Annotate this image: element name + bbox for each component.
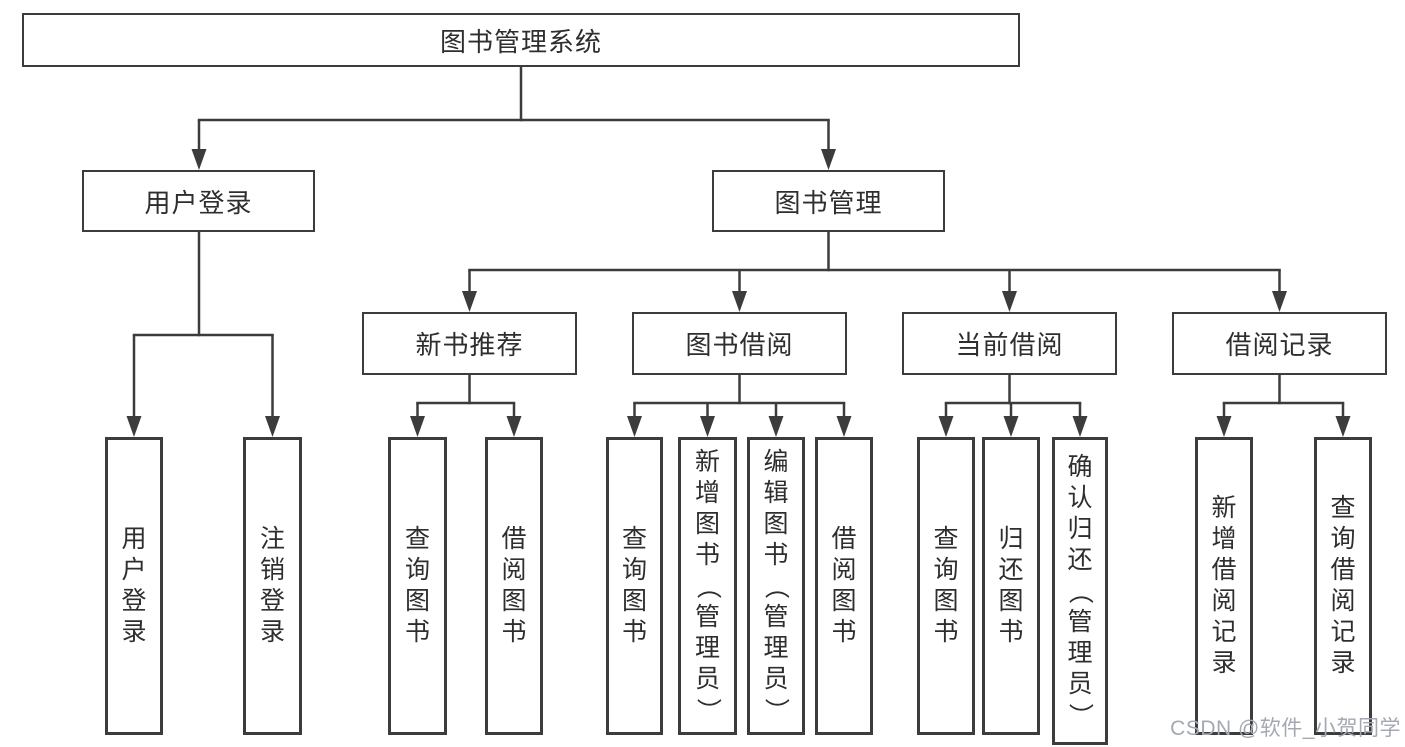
leaf-query-borrow-record: 查询借阅记录 <box>1314 437 1372 735</box>
leaf-query-books-recommend: 查询图书 <box>388 437 447 735</box>
leaf-user-login: 用户登录 <box>105 437 163 735</box>
leaf-edit-book-admin: 编辑图书（管理员） <box>747 437 805 735</box>
leaf-query-books-current: 查询图书 <box>917 437 975 735</box>
leaf-query-books-borrow: 查询图书 <box>606 437 663 735</box>
leaf-logout: 注销登录 <box>243 437 302 735</box>
leaf-borrow-books-recommend: 借阅图书 <box>485 437 543 735</box>
node-system-root: 图书管理系统 <box>22 13 1020 67</box>
leaf-return-book: 归还图书 <box>982 437 1040 735</box>
csdn-watermark: CSDN @软件_小贺同学 <box>1170 717 1401 740</box>
node-borrow-records: 借阅记录 <box>1172 312 1387 375</box>
leaf-add-borrow-record: 新增借阅记录 <box>1195 437 1253 735</box>
arrowheads <box>126 149 1351 437</box>
leaf-add-book-admin: 新增图书（管理员） <box>678 437 737 735</box>
leaf-confirm-return-admin: 确认归还（管理员） <box>1052 437 1108 745</box>
node-new-book-recommend: 新书推荐 <box>362 312 577 375</box>
node-current-borrow: 当前借阅 <box>902 312 1117 375</box>
node-user-login: 用户登录 <box>82 170 315 232</box>
node-book-borrow: 图书借阅 <box>632 312 847 375</box>
node-book-management: 图书管理 <box>712 170 945 232</box>
leaf-borrow-books: 借阅图书 <box>815 437 873 735</box>
